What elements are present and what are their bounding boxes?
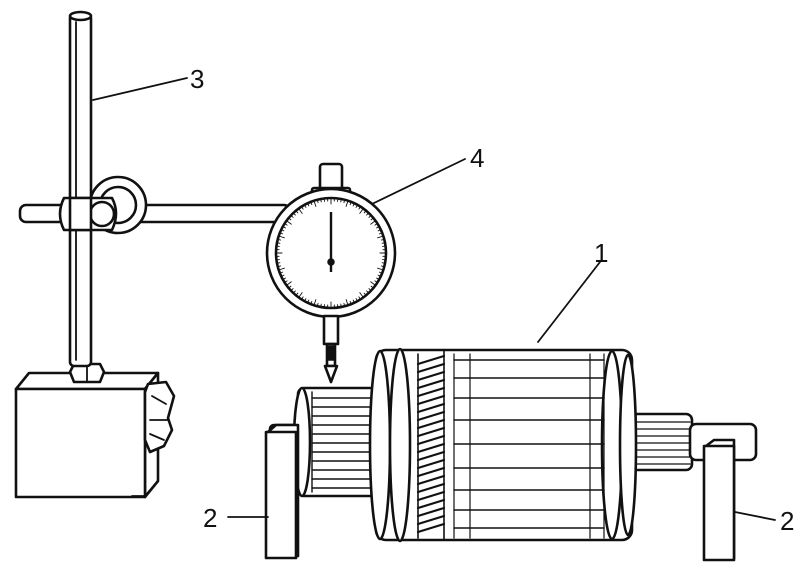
callout-v-block-left: 2 [203, 503, 217, 533]
stand-column [68, 12, 93, 368]
magnetic-stand [14, 10, 292, 499]
indicator-tip [323, 364, 339, 384]
armature-windings [416, 349, 446, 541]
armature-slots [453, 353, 605, 539]
commutator-segments [311, 391, 379, 493]
callout-stand: 3 [190, 64, 204, 94]
dial-ticks [275, 197, 387, 309]
callout-v-block-right: 2 [780, 506, 794, 536]
callout-armature: 1 [594, 238, 608, 268]
callout-dial-indicator: 4 [470, 143, 484, 173]
v-block-right [702, 438, 736, 562]
v-block-left [264, 423, 300, 560]
dial-indicator [265, 162, 397, 384]
indicator-stem [322, 314, 340, 346]
magnetic-base [14, 371, 160, 499]
base-knob [143, 380, 176, 454]
leader-lines [92, 77, 776, 521]
armature [268, 347, 758, 543]
